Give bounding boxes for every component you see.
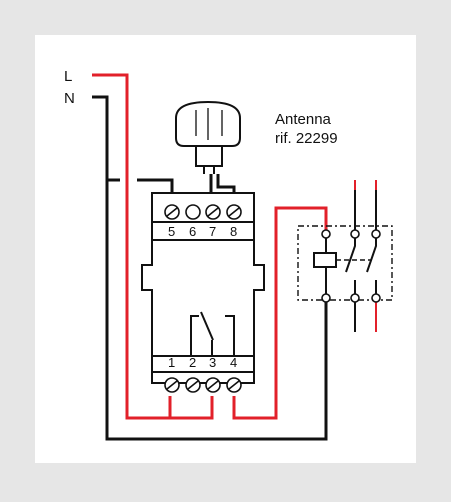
bottom-terminals (164, 377, 242, 393)
screw-terminal-icon (205, 204, 221, 220)
neutral-label: N (64, 90, 75, 107)
neutral-wire-main (92, 95, 328, 441)
antenna-label-line2: rif. 22299 (275, 130, 338, 147)
relay-coil-icon (313, 252, 337, 268)
terminal-8-label: 8 (230, 224, 237, 239)
empty-terminal-icon (185, 204, 201, 220)
load-wire (232, 206, 328, 420)
internal-contact (190, 311, 235, 356)
top-terminals (164, 204, 242, 220)
screw-terminal-icon (226, 204, 242, 220)
antenna-icon (175, 100, 241, 203)
screw-terminal-icon (205, 377, 221, 393)
terminal-5-label: 5 (168, 224, 175, 239)
live-label: L (64, 68, 72, 85)
terminal-7-label: 7 (209, 224, 216, 239)
screw-terminal-icon (226, 377, 242, 393)
terminal-2-label: 2 (189, 355, 196, 370)
terminal-1-label: 1 (168, 355, 175, 370)
antenna-label-line1: Antenna (275, 111, 332, 128)
screw-terminal-icon (164, 204, 180, 220)
wiring (92, 73, 328, 441)
switch-module (141, 192, 265, 384)
terminal-6-label: 6 (189, 224, 196, 239)
screw-terminal-icon (164, 377, 180, 393)
terminal-4-label: 4 (230, 355, 237, 370)
contactor-icon (297, 180, 393, 332)
screw-terminal-icon (185, 377, 201, 393)
terminal-3-label: 3 (209, 355, 216, 370)
live-wire-loop (127, 396, 214, 420)
